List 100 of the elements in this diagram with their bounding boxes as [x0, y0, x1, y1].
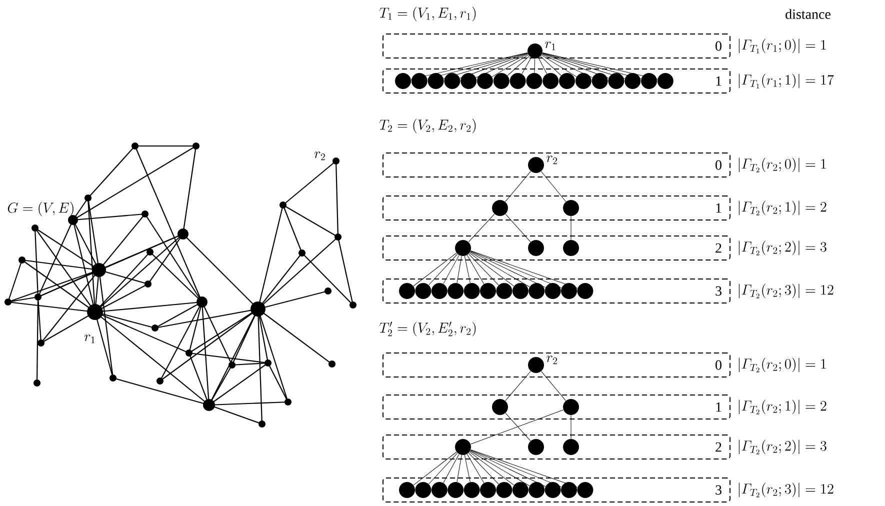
vertex-dot: [510, 73, 526, 89]
tree-edge: [505, 370, 531, 402]
tree-edge: [468, 254, 499, 286]
vertex-dot: [395, 73, 411, 89]
vertex-label: $r_2$: [546, 356, 558, 364]
tree-edge: [468, 214, 495, 242]
graph-heading: $G = (V, E)$: [8, 202, 74, 216]
vertex-dot: [526, 73, 542, 89]
vertex-dot: [544, 283, 561, 299]
tree-edge: [522, 57, 532, 74]
tree-edge: [542, 53, 609, 78]
vertex-dot: [411, 73, 428, 89]
vertex-dot: [431, 482, 448, 498]
vertex-dot: [528, 283, 545, 299]
tree-edge: [413, 252, 457, 286]
level-band: 1: [382, 196, 730, 220]
vertex-dot: [561, 283, 577, 299]
tree-edge: [456, 256, 462, 284]
tree-heading: $T_2 = (V_2, E_2, r_2)$: [380, 118, 476, 134]
tree-edge: [468, 452, 499, 484]
tree-edge: [428, 452, 458, 484]
tree-edge: [541, 54, 577, 77]
tree-edge: [470, 410, 564, 444]
level-count-formula: $\left|\varGamma_{T_2}(r_2;3)\right| = 12$: [738, 284, 834, 298]
tree-edge: [428, 254, 458, 286]
vertex-dot: [528, 482, 545, 498]
vertex-dot: [455, 439, 471, 455]
tree-edge: [413, 452, 457, 486]
tree-edge: [470, 450, 546, 487]
tree-edge: [476, 54, 528, 78]
tree-edge: [542, 52, 658, 80]
vertex-dot: [464, 482, 480, 498]
tree-edge: [540, 171, 566, 202]
tree-edge: [541, 371, 566, 401]
level-count-formula: $\left|\varGamma_{T_2}(r_2;1)\right| = 2$: [738, 200, 826, 216]
level-count-formula: $\left|\varGamma_{T_1}(r_1;0)\right| = 1$: [738, 38, 826, 54]
vertex-dot: [528, 157, 544, 173]
vertex-dot: [592, 73, 608, 89]
tree-edge: [460, 53, 528, 78]
tree-edge: [470, 450, 562, 488]
vertex-dot: [544, 482, 561, 498]
vertex-dot: [448, 482, 464, 498]
tree-edge: [410, 52, 528, 80]
tree-edge: [456, 454, 462, 482]
vertex-dot: [492, 399, 508, 415]
level-count-formula: $\left|\varGamma_{T_2}(r_2;0)\right| = 1$: [738, 358, 826, 372]
tree-edge: [542, 54, 593, 78]
vertex-dot: [455, 240, 471, 256]
tree-edge: [466, 254, 484, 284]
tree-edge: [570, 216, 572, 240]
tree-edge: [542, 53, 626, 79]
tree-edge: [470, 252, 530, 288]
level-count-formula: $\left|\varGamma_{T_2}(r_2;1)\right| = 2$: [738, 400, 826, 414]
level-count-formula: $\left|\varGamma_{T_2}(r_2;0)\right| = 1$: [738, 158, 826, 172]
vertex-dot: [496, 482, 512, 498]
level-band: 3: [382, 278, 730, 304]
vertex-dot: [444, 73, 460, 89]
level-band: 1: [382, 394, 730, 420]
vertex-dot: [428, 73, 444, 89]
level-band: 3: [382, 478, 730, 502]
tree-edge: [443, 52, 528, 79]
tree-edge: [427, 52, 528, 80]
level-band: 2: [382, 236, 730, 260]
tree-edge: [540, 56, 562, 76]
tree-edge: [443, 254, 460, 284]
vertex-dot: [480, 482, 496, 498]
vertex-dot: [559, 73, 575, 89]
tree-edge: [470, 250, 578, 289]
vertex-dot: [477, 73, 493, 89]
vertex-label: $r_2$: [314, 152, 325, 160]
tree-edge: [534, 58, 536, 74]
vertex-dot: [641, 73, 657, 89]
vertex-dot: [577, 283, 594, 299]
vertex-dot: [492, 200, 508, 216]
vertex-dot: [448, 283, 464, 299]
tree-edge: [443, 454, 460, 484]
vertex-label: $r_2$: [546, 156, 558, 164]
tree-edge: [505, 214, 531, 242]
vertex-label: $r_1$: [545, 42, 556, 50]
vertex-dot: [563, 439, 579, 455]
vertex-dot: [528, 44, 542, 58]
vertex-dot: [528, 357, 544, 373]
tree-edge: [466, 454, 484, 484]
tree-heading: $T_1 = (V_1, E_1, r_1)$: [380, 6, 476, 22]
vertex-dot: [399, 482, 415, 498]
vertex-label: $r_1$: [84, 334, 95, 344]
tree-edge: [505, 171, 531, 202]
tree-edge: [507, 56, 530, 76]
tree-edge: [538, 58, 548, 74]
vertex-dot: [415, 482, 432, 498]
level-band: 2: [382, 434, 730, 460]
tree-edge: [505, 412, 531, 442]
level-count-formula: $\left|\varGamma_{T_2}(r_2;2)\right| = 3$: [738, 240, 826, 256]
tree-edge: [464, 256, 470, 284]
tree-edge: [464, 454, 470, 482]
vertex-dot: [528, 439, 544, 455]
tree-edge: [570, 414, 572, 440]
level-count-formula: $\left|\varGamma_{T_1}(r_1;1)\right| = 17$: [738, 74, 834, 88]
tree-edge: [470, 250, 562, 288]
tree-heading: $T'_2 = (V_2, E'_2, r_2)$: [380, 322, 476, 336]
